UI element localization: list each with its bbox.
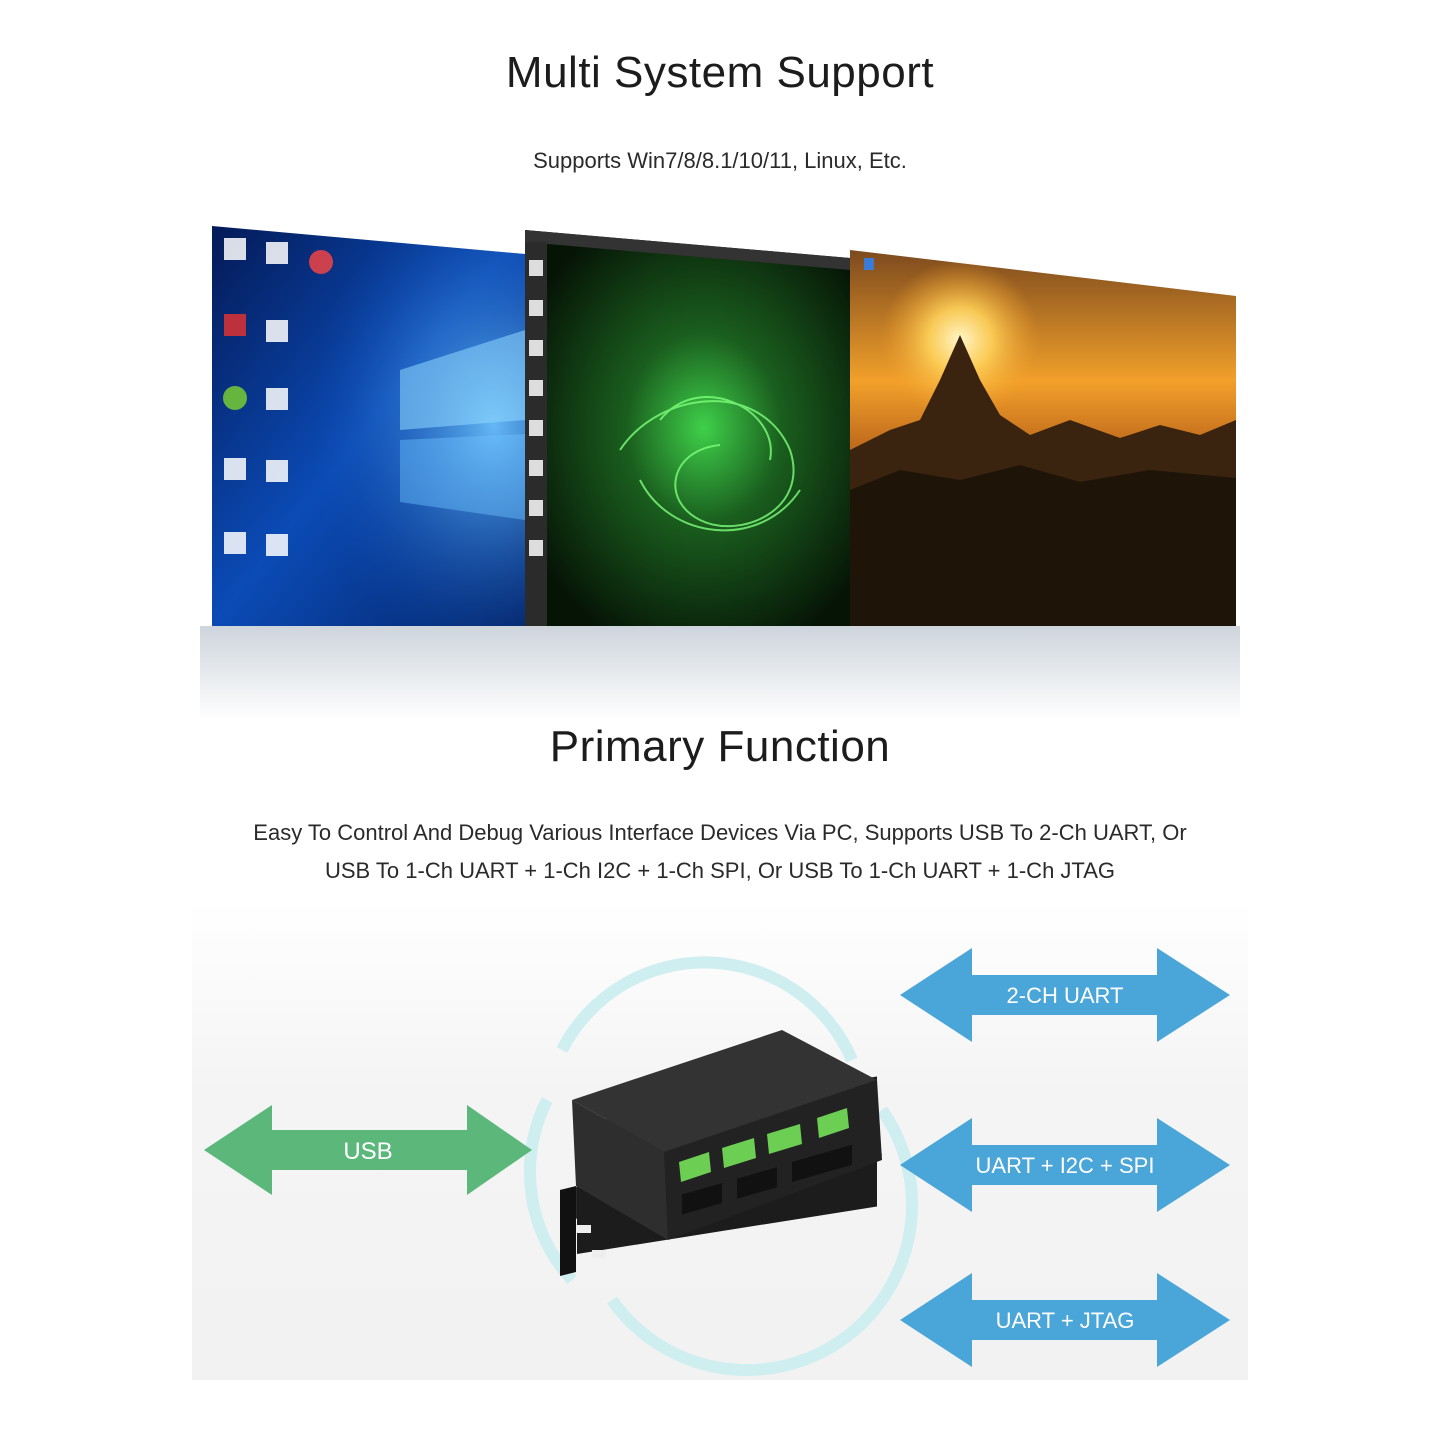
mode-label-2ch-uart: 2-CH UART (1007, 983, 1124, 1008)
os-screenshots (200, 226, 1240, 720)
windows-desktop-screenshot (212, 226, 525, 626)
section-description-primary-function: Easy To Control And Debug Various Interf… (190, 814, 1250, 890)
cycle-ring (523, 956, 919, 1377)
linux-desktop-screenshot (525, 230, 850, 626)
device-image (560, 1030, 882, 1276)
function-diagram: USB 2-CH UART UART + I2C + SPI UART + JT… (204, 948, 1230, 1377)
section-title-multi-system: Multi System Support (505, 48, 935, 97)
mode-label-uart-i2c-spi: UART + I2C + SPI (976, 1153, 1155, 1178)
mode-arrow-uart-jtag: UART + JTAG (900, 1273, 1230, 1367)
usb-arrow: USB (204, 1105, 532, 1195)
mode-arrow-uart-i2c-spi: UART + I2C + SPI (900, 1118, 1230, 1212)
description-line-1: Easy To Control And Debug Various Interf… (253, 820, 1187, 845)
description-line-2: USB To 1-Ch UART + 1-Ch I2C + 1-Ch SPI, … (324, 858, 1116, 883)
mode-label-uart-jtag: UART + JTAG (996, 1308, 1135, 1333)
sunset-desktop-screenshot (850, 250, 1236, 626)
usb-label: USB (343, 1138, 392, 1165)
section-title-primary-function: Primary Function (549, 722, 891, 771)
mode-arrow-2ch-uart: 2-CH UART (900, 948, 1230, 1042)
section-subtitle-os-support: Supports Win7/8/8.1/10/11, Linux, Etc. (533, 148, 907, 173)
